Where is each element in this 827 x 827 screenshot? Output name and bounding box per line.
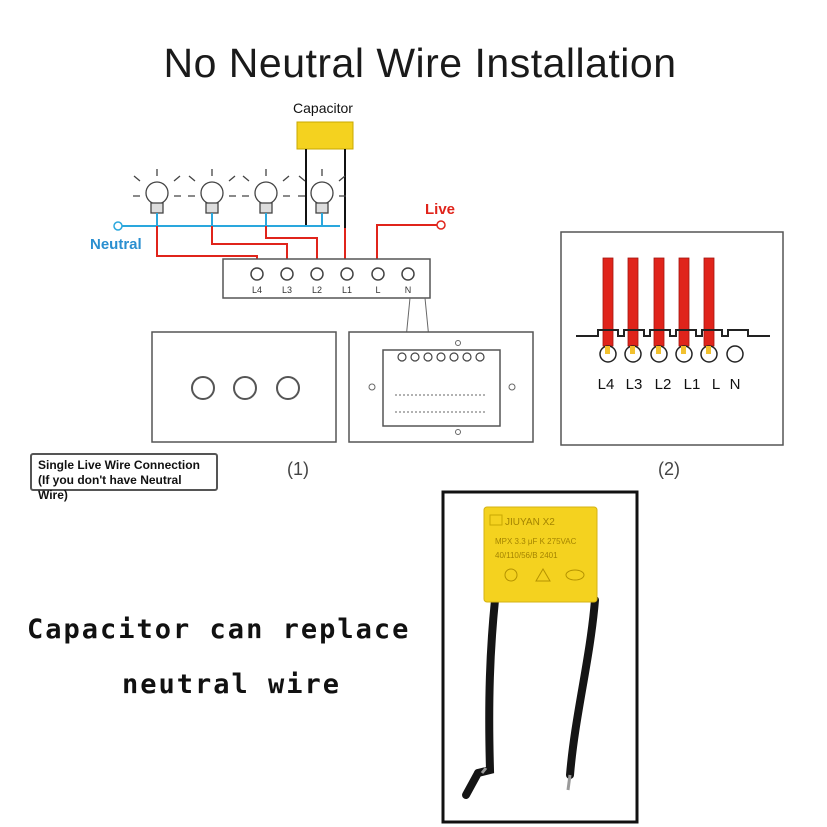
- terminal-label-l3: L3: [282, 285, 292, 295]
- closeup-wire-tips: [605, 346, 711, 354]
- terminal-closeup-panel: [560, 231, 784, 446]
- capacitor-photo-leads: [474, 596, 599, 779]
- closeup-terminal-housing: [576, 329, 770, 337]
- figure-label-1: (1): [287, 459, 309, 479]
- terminal-label-l1: L1: [342, 285, 352, 295]
- single-live-note-box: Single Live Wire Connection (If you don'…: [30, 453, 218, 502]
- touch-button-1: [191, 376, 215, 400]
- capacitor-marking-2: 40/110/56/B 2401: [495, 551, 558, 560]
- live-terminal-icon: [436, 220, 446, 230]
- touch-button-2: [233, 376, 257, 400]
- bulb-icon-4: [298, 169, 346, 214]
- touch-button-3: [276, 376, 300, 400]
- caption-line-2: neutral wire: [122, 669, 342, 700]
- closeup-terminal-holes: [599, 345, 744, 363]
- neutral-terminal-icon: [113, 221, 123, 231]
- bulb-icon-1: [133, 169, 181, 214]
- terminal-screws: [250, 267, 415, 281]
- figure-label-2: (2): [658, 459, 680, 479]
- diagram-title: No Neutral Wire Installation: [163, 40, 677, 86]
- terminal-label-l2: L2: [312, 285, 322, 295]
- capacitor-cert-icons: [504, 568, 585, 582]
- capacitor-brand: JIUYAN X2: [505, 517, 555, 528]
- neutral-label: Neutral: [90, 236, 142, 253]
- closeup-label-l2: L2: [655, 376, 672, 393]
- terminal-label-l: L: [375, 285, 380, 295]
- switch-back-module: [382, 349, 501, 427]
- terminal-label-l4: L4: [252, 285, 262, 295]
- back-terminal-screws: [397, 352, 485, 362]
- closeup-wires: [602, 257, 715, 347]
- capacitor-marking-1: MPX 3.3 μF K 275VAC: [495, 537, 577, 546]
- terminal-label-n: N: [405, 285, 412, 295]
- closeup-label-l: L: [712, 376, 720, 393]
- note-line-1: Single Live Wire Connection: [38, 458, 200, 472]
- bulb-icon-3: [242, 169, 290, 214]
- closeup-label-l3: L3: [626, 376, 643, 393]
- note-line-2: (If you don't have Neutral Wire): [38, 473, 182, 502]
- closeup-label-l4: L4: [598, 376, 615, 393]
- bulb-icon-2: [188, 169, 236, 214]
- capacitor-logo-icon: [489, 514, 503, 526]
- caption-line-1: Capacitor can replace: [27, 614, 411, 645]
- closeup-label-l1: L1: [684, 376, 701, 393]
- live-label: Live: [425, 201, 455, 218]
- capacitor-label: Capacitor: [293, 100, 353, 116]
- closeup-label-n: N: [730, 376, 741, 393]
- capacitor-top-symbol: [296, 121, 354, 150]
